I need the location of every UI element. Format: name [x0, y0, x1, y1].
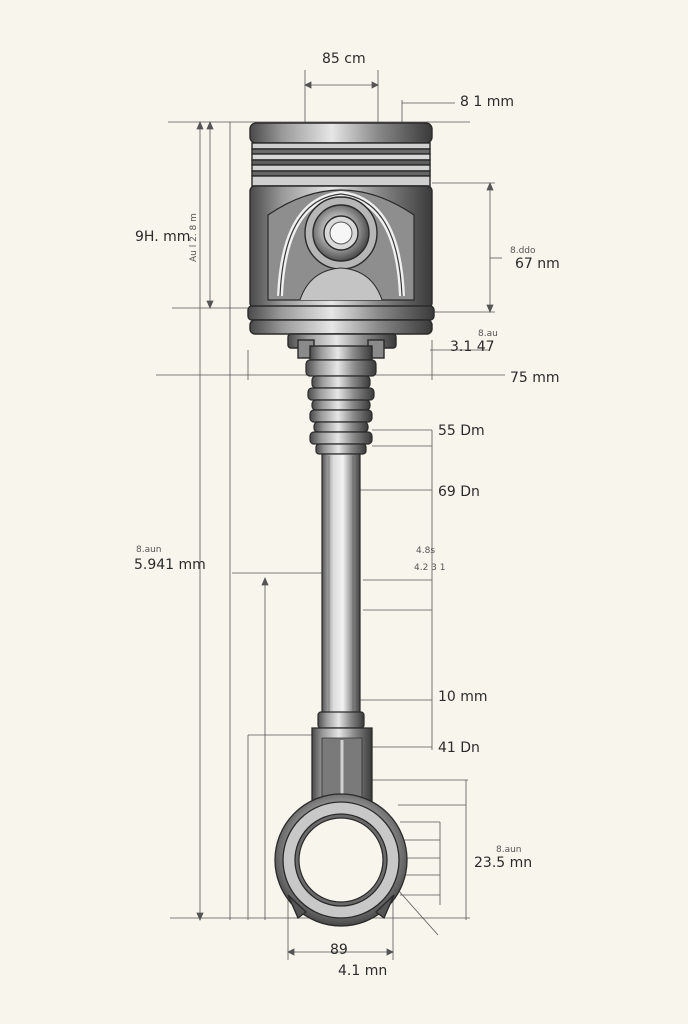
dim-right-upper: 67 nm — [515, 256, 560, 272]
dim-right-69: 69 Dn — [438, 484, 480, 500]
dim-center-small-b: 4.2 3 1 — [414, 563, 446, 573]
dimension-lines — [156, 70, 505, 960]
dim-right-75: 75 mm — [510, 370, 560, 386]
rod-big-end — [274, 727, 408, 927]
rod-shaft — [317, 453, 365, 729]
dim-center-small-a: 4.8s — [416, 546, 436, 556]
dim-top-right: 8 1 mm — [460, 94, 514, 110]
dim-right-10: 10 mm — [438, 689, 488, 705]
dim-left-upper-vertical: Au l 2. 8 m — [189, 213, 199, 262]
dim-left-middle: 5.941 mm — [134, 557, 206, 573]
dim-mid-right: 3.1 47 — [450, 339, 495, 355]
dim-right-upper-small: 8.ddo — [510, 246, 536, 256]
piston-head — [247, 122, 435, 361]
rod-neck — [305, 359, 377, 455]
dim-bottom-right: 23.5 mn — [474, 855, 533, 871]
dim-bottom-right-small: 8.aun — [496, 845, 522, 855]
dim-left-upper: 9H. mm — [135, 229, 191, 245]
dim-left-middle-small: 8.aun — [136, 545, 162, 555]
dim-top-width: 85 cm — [322, 51, 366, 67]
dim-mid-right-small: 8.au — [478, 329, 498, 339]
dim-right-41: 41 Dn — [438, 740, 480, 756]
dim-bottom-41: 4.1 mn — [338, 963, 388, 979]
dim-bottom-89: 89 — [330, 942, 348, 958]
dim-right-55: 55 Dm — [438, 423, 485, 439]
